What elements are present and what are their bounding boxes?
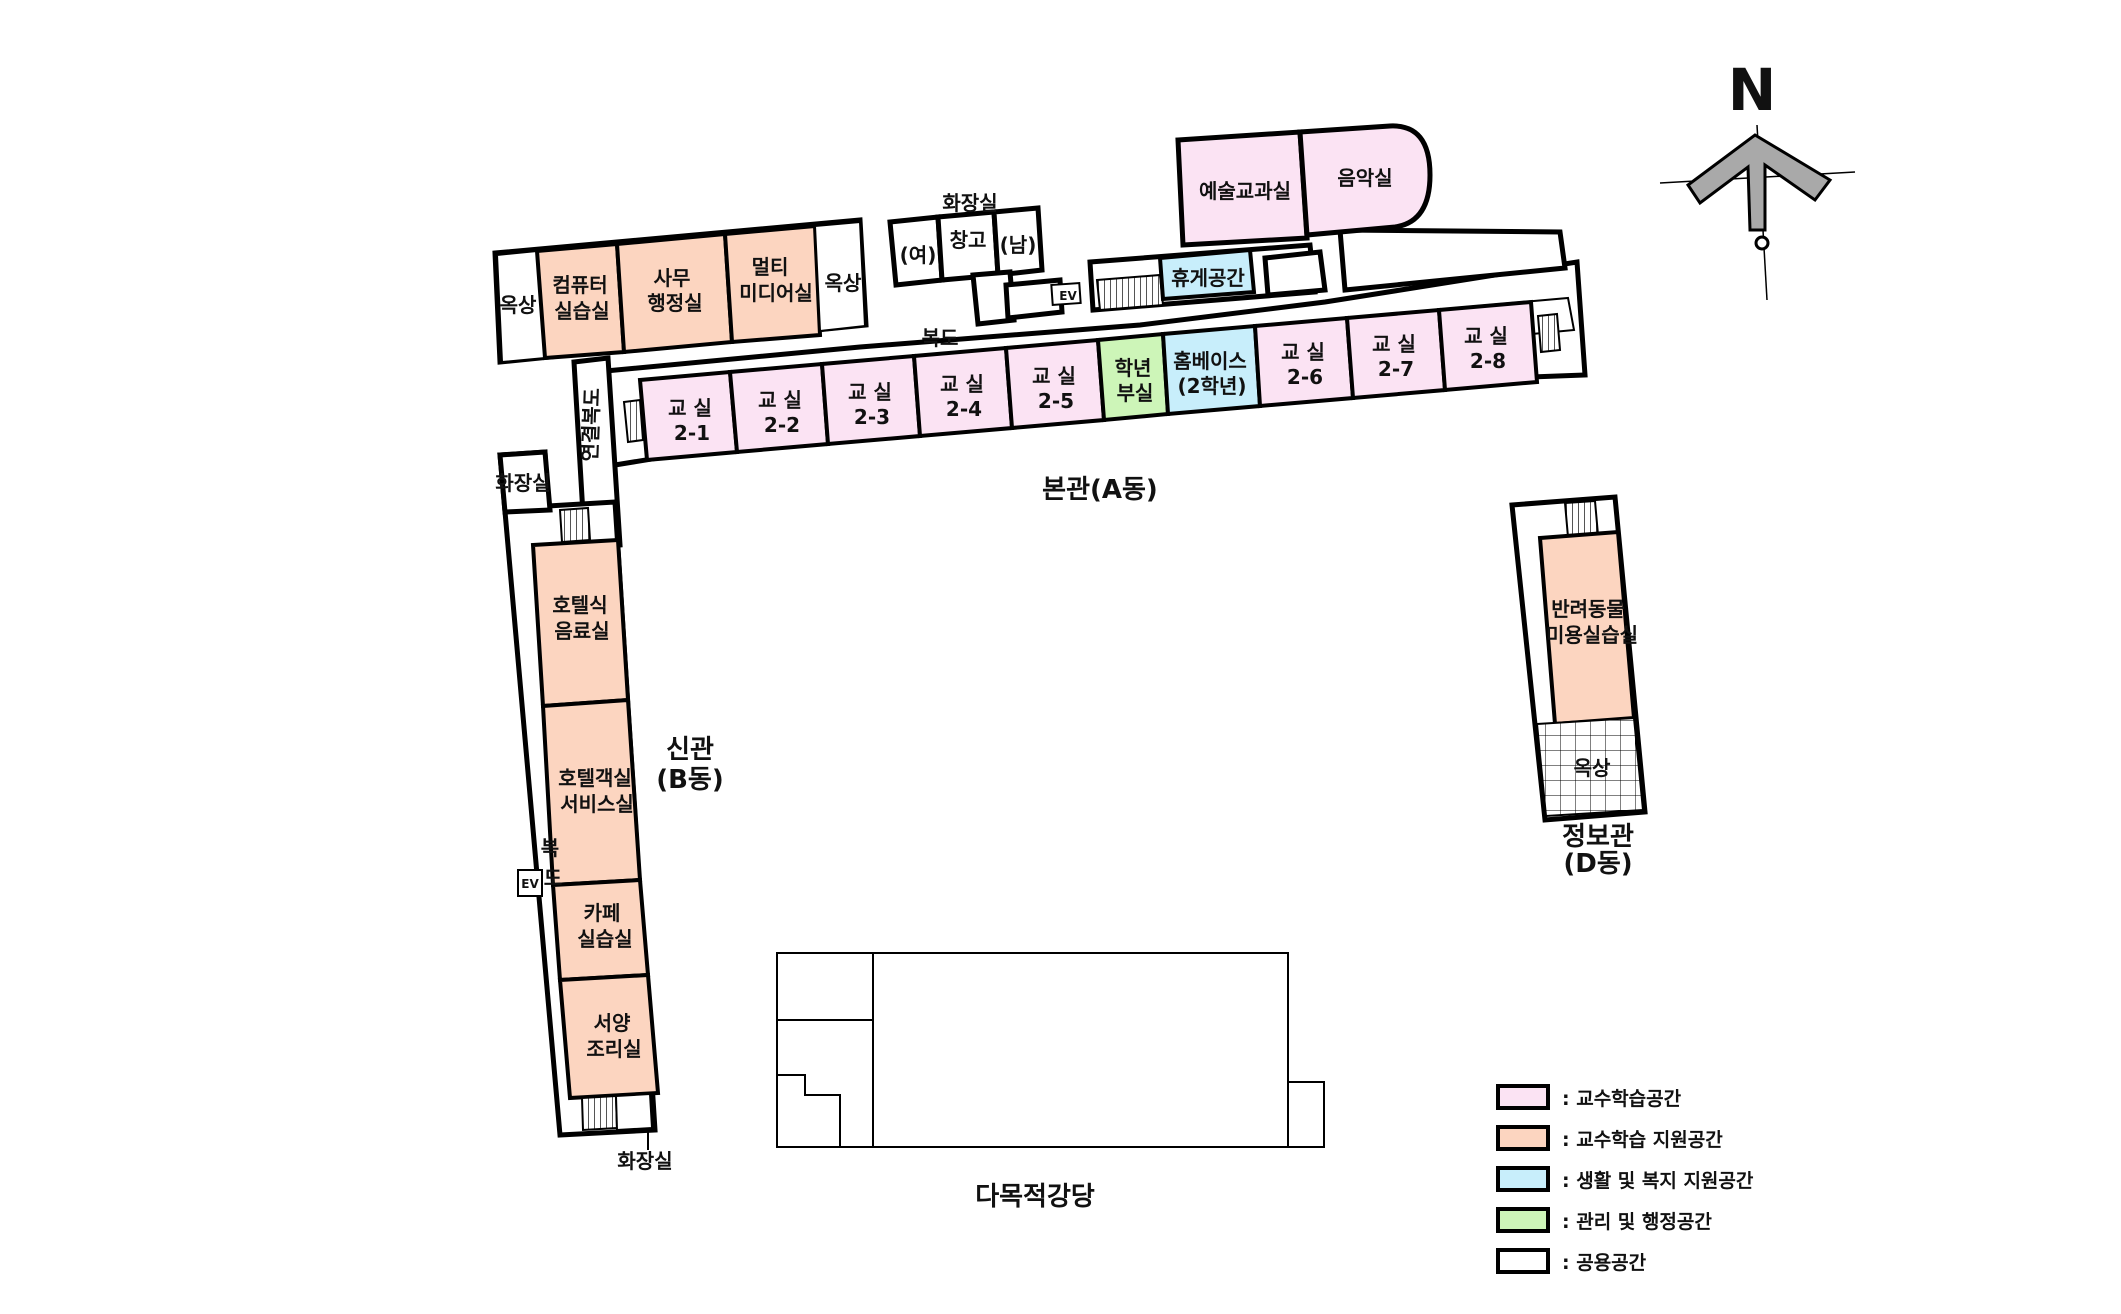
label-grade-office-2: 부실 xyxy=(1117,381,1154,405)
western-kitchen xyxy=(557,972,661,1101)
legend-swatch-welfare xyxy=(1496,1166,1550,1192)
legend-swatch-teaching-support xyxy=(1496,1125,1550,1151)
label-connector-corridor: 연결복도 xyxy=(578,388,605,462)
legend-swatch-admin xyxy=(1496,1207,1550,1233)
north-arrow-icon xyxy=(1685,133,1833,232)
label-hotel-service-1: 호텔객실 xyxy=(558,766,632,790)
legend-swatch-teaching xyxy=(1496,1084,1550,1110)
label-pet-grooming-1: 반려동물 xyxy=(1551,597,1625,621)
legend-label-welfare: : 생활 및 복지 지원공간 xyxy=(1562,1170,1754,1192)
building-labels: 본관(A동) 신관 (B동) 정보관 (D동) 다목적강당 xyxy=(656,475,1634,1212)
label-art-room: 예술교과실 xyxy=(1199,179,1291,203)
label-class-2-7-b: 2-7 xyxy=(1378,357,1414,381)
classroom-2-8 xyxy=(1436,299,1540,393)
label-class-2-8-b: 2-8 xyxy=(1470,349,1506,373)
compass-north-label: N xyxy=(1728,56,1777,124)
label-rooftop-left: 옥상 xyxy=(500,293,537,317)
label-multimedia-1: 멀티 xyxy=(752,255,789,279)
label-hotel-service-2: 서비스실 xyxy=(560,792,634,816)
label-homebase-1: 홈베이스 xyxy=(1173,349,1247,373)
rooftop-mid xyxy=(813,220,867,333)
room-labels: 화장실 (여) 창고 (남) 예술교과실 음악실 휴게공간 EV 옥상 컴퓨터 … xyxy=(495,166,1638,1173)
info-building xyxy=(1509,494,1648,823)
label-class-2-4-a: 교 실 xyxy=(940,372,984,396)
label-western-1: 서양 xyxy=(594,1011,631,1035)
label-toilet-top: 화장실 xyxy=(942,191,997,215)
label-multimedia-2: 미디어실 xyxy=(739,281,813,305)
label-class-2-3-a: 교 실 xyxy=(848,380,892,404)
label-new-building-2: (B동) xyxy=(656,765,724,795)
label-rooftop-mid: 옥상 xyxy=(825,271,862,295)
label-western-2: 조리실 xyxy=(586,1037,641,1061)
label-corridor-b-2: 도 xyxy=(544,866,562,890)
label-class-2-1-b: 2-1 xyxy=(674,421,710,445)
label-auditorium: 다목적강당 xyxy=(975,1182,1095,1212)
label-class-2-5-a: 교 실 xyxy=(1032,364,1076,388)
label-class-2-6-a: 교 실 xyxy=(1281,340,1325,364)
label-women-toilet: (여) xyxy=(900,243,937,267)
label-computer-lab-1: 컴퓨터 xyxy=(552,273,607,297)
label-class-2-1-a: 교 실 xyxy=(668,396,712,420)
music-room xyxy=(1297,123,1433,238)
lounge xyxy=(1157,247,1257,302)
legend-label-teaching-support: : 교수학습 지원공간 xyxy=(1562,1129,1723,1151)
label-new-building-1: 신관 xyxy=(666,735,714,765)
label-class-2-6-b: 2-6 xyxy=(1287,365,1323,389)
label-hotel-beverage-2: 음료실 xyxy=(554,619,609,643)
main-building xyxy=(492,123,1588,551)
compass: N xyxy=(1659,56,1856,301)
legend-swatch-common xyxy=(1496,1248,1550,1274)
label-corridor-b-1: 복 xyxy=(541,836,559,860)
label-grade-office-1: 학년 xyxy=(1115,356,1152,380)
art-room xyxy=(1175,129,1310,248)
label-rooftop-right: 옥상 xyxy=(1574,756,1611,780)
label-class-2-2-a: 교 실 xyxy=(758,388,802,412)
label-men-toilet: (남) xyxy=(1000,233,1037,257)
label-admin-office-1: 사무 xyxy=(654,266,691,290)
multimedia-room xyxy=(722,223,823,345)
label-cafe-1: 카페 xyxy=(584,901,621,925)
label-toilet-bottom: 화장실 xyxy=(617,1149,672,1173)
label-class-2-4-b: 2-4 xyxy=(946,397,982,421)
label-pet-grooming-2: 미용실습실 xyxy=(1546,623,1638,647)
label-class-2-7-a: 교 실 xyxy=(1372,332,1416,356)
label-music-room: 음악실 xyxy=(1337,166,1392,190)
label-computer-lab-2: 실습실 xyxy=(554,299,609,323)
new-building xyxy=(497,449,661,1150)
label-admin-office-2: 행정실 xyxy=(647,291,702,315)
legend-label-common: : 공용공간 xyxy=(1562,1252,1647,1274)
label-toilet-left: 화장실 xyxy=(495,471,550,495)
label-main-building: 본관(A동) xyxy=(1042,475,1158,505)
legend-label-admin: : 관리 및 행정공간 xyxy=(1562,1211,1712,1233)
legend-label-teaching: : 교수학습공간 xyxy=(1562,1088,1682,1110)
label-info-building-2: (D동) xyxy=(1563,849,1632,879)
label-ev: EV xyxy=(1059,289,1077,303)
label-class-2-8-a: 교 실 xyxy=(1464,324,1508,348)
label-corridor-main: 복도 xyxy=(922,326,959,350)
label-hotel-beverage-1: 호텔식 xyxy=(552,593,607,617)
label-ev-b: EV xyxy=(521,877,539,891)
label-cafe-2: 실습실 xyxy=(577,927,632,951)
label-class-2-3-b: 2-3 xyxy=(854,405,890,429)
rooftop-right xyxy=(1535,716,1645,818)
label-class-2-2-b: 2-2 xyxy=(764,413,800,437)
label-info-building-1: 정보관 xyxy=(1562,822,1634,852)
legend: : 교수학습공간 : 교수학습 지원공간 : 생활 및 복지 지원공간 : 관리… xyxy=(1496,1084,1754,1274)
label-homebase-2: (2학년) xyxy=(1178,374,1247,398)
label-storage: 창고 xyxy=(950,228,987,252)
auditorium xyxy=(776,952,1325,1148)
label-class-2-5-b: 2-5 xyxy=(1038,389,1074,413)
auditorium-outline xyxy=(776,952,1289,1148)
label-lounge: 휴게공간 xyxy=(1171,266,1245,290)
